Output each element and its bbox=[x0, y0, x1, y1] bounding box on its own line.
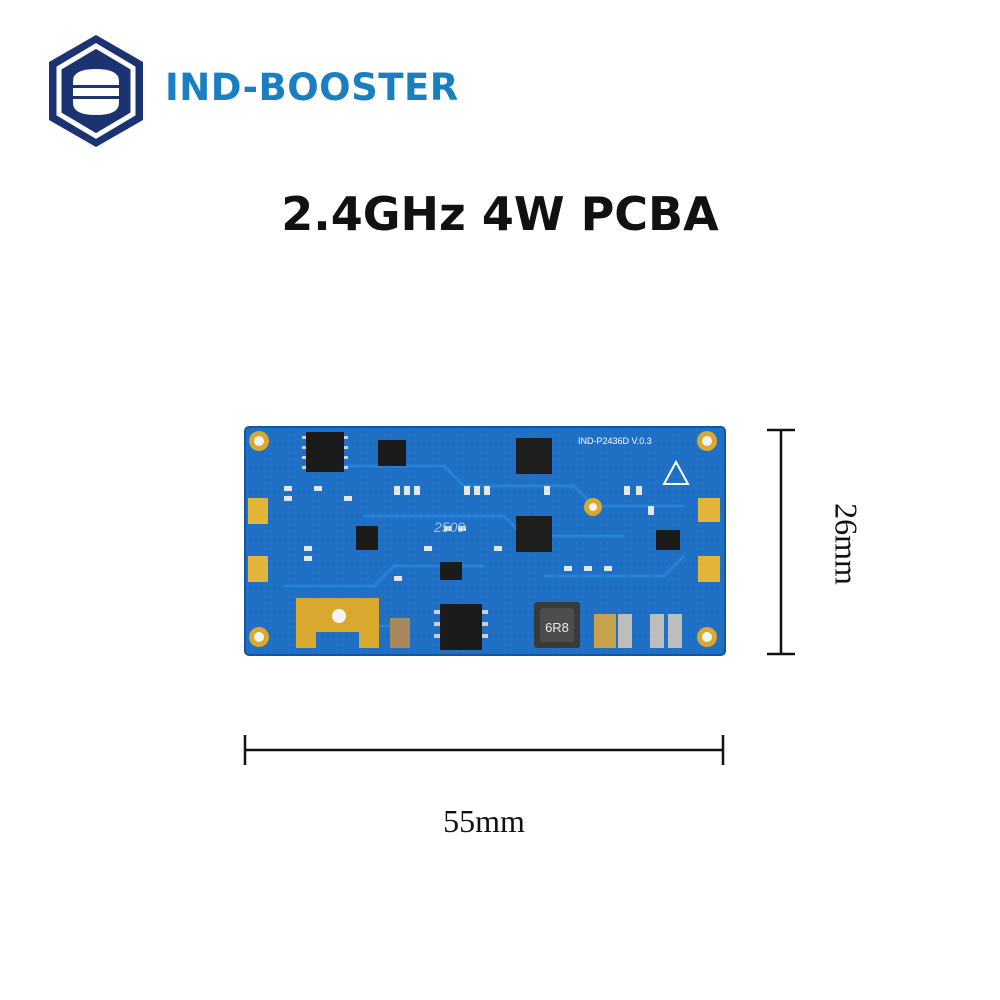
height-dimension-label: 26mm bbox=[828, 503, 865, 585]
width-dimension-line bbox=[243, 735, 725, 765]
height-dimension-line bbox=[767, 428, 795, 656]
board-model-label: IND-P2436D V.0.3 bbox=[578, 436, 652, 446]
inductor-code: 6R8 bbox=[545, 620, 569, 635]
pcb-board-image: 6R8 IND-P2436D V.0.3 2509 bbox=[244, 426, 726, 656]
date-code: 2509 bbox=[433, 519, 465, 535]
width-dimension-label: 55mm bbox=[443, 803, 525, 839]
product-title: 2.4GHz 4W PCBA bbox=[281, 187, 719, 241]
brand-name: IND-BOOSTER bbox=[165, 66, 459, 109]
brand-logo-icon bbox=[49, 35, 143, 147]
mounting-holes bbox=[249, 431, 717, 647]
